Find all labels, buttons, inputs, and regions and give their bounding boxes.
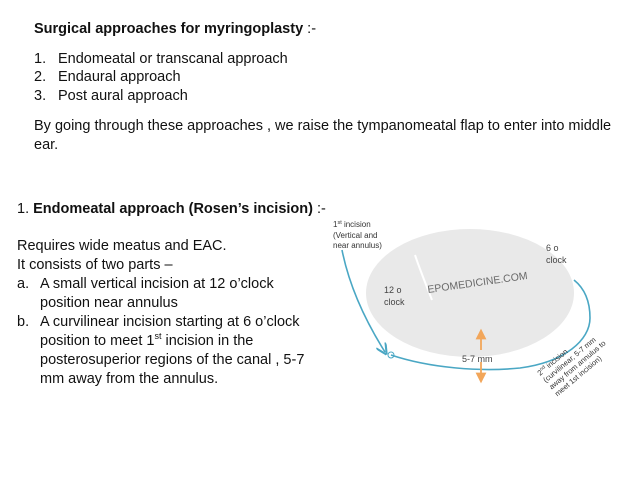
parts-line: It consists of two parts – <box>17 257 173 273</box>
approaches-paragraph: By going through these approaches , we r… <box>34 118 612 153</box>
part-a-item: a.A small vertical incision at 12 o’cloc… <box>17 276 274 311</box>
first-incision-label: 1st incision <box>333 220 371 229</box>
part-b-item: b.A curvilinear incision starting at 6 o… <box>17 314 305 387</box>
requirement-line: Requires wide meatus and EAC. <box>17 238 227 254</box>
twelve-oclock-label: 12 o <box>384 285 402 295</box>
twelve-oclock-label: clock <box>384 297 405 307</box>
second-incision-line <box>390 279 591 371</box>
six-oclock-label: clock <box>546 255 567 265</box>
top-text-block: Surgical approaches for myringoplasty :-… <box>34 20 614 154</box>
six-oclock-label: 6 o <box>546 243 559 253</box>
first-incision-note: (Vertical and <box>333 231 377 240</box>
endomeatal-heading: 1. Endomeatal approach (Rosen’s incision… <box>17 201 326 217</box>
malleus-line <box>414 254 433 301</box>
list-item: 1.Endomeatal or transcanal approach <box>34 50 288 67</box>
endomeatal-section: 1. Endomeatal approach (Rosen’s incision… <box>17 200 327 389</box>
incision-junction <box>387 351 395 359</box>
list-item: 3.Post aural approach <box>34 87 188 104</box>
approaches-list: 1.Endomeatal or transcanal approach 2.En… <box>34 50 614 106</box>
distance-label: 5-7 mm <box>462 354 493 364</box>
surgical-approaches-heading: Surgical approaches for myringoplasty :- <box>34 21 317 37</box>
first-incision-note: near annulus) <box>333 241 382 250</box>
first-incision-line <box>341 249 385 352</box>
list-item: 2.Endaural approach <box>34 69 181 85</box>
